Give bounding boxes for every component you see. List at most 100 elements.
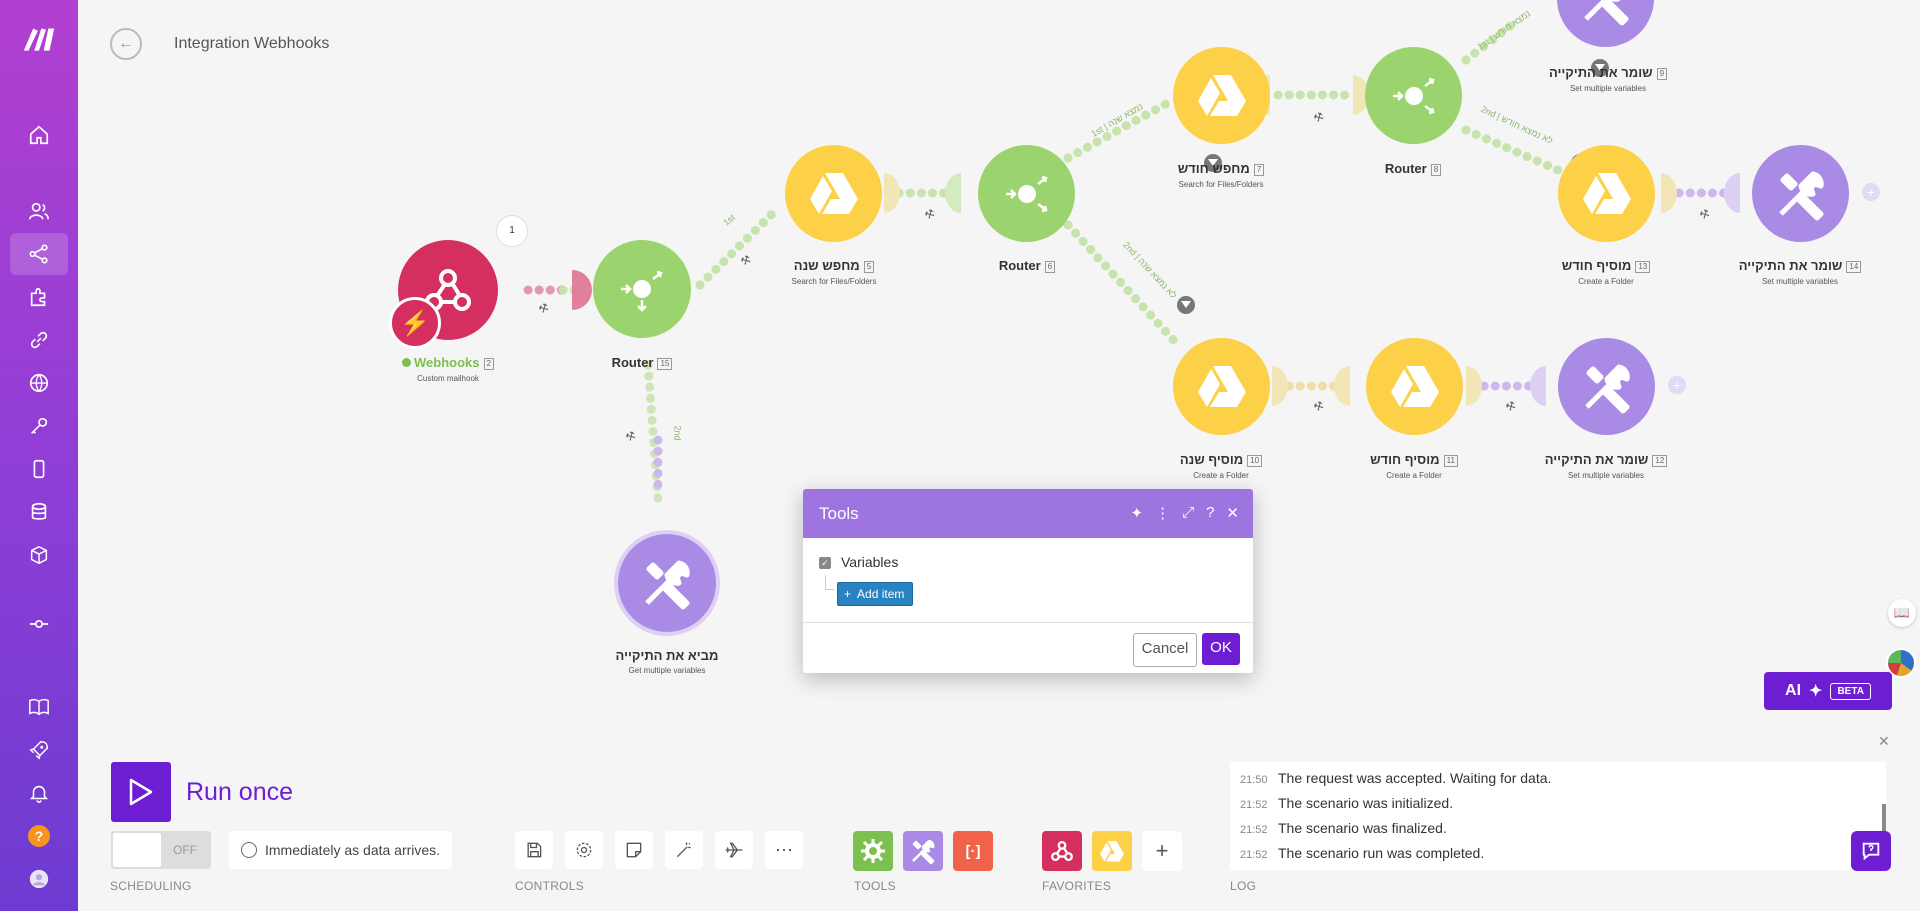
node-add-month-13[interactable] xyxy=(1558,145,1655,242)
ai-assistant-button[interactable]: AI ✦ BETA xyxy=(1764,672,1892,710)
node-subtitle: Custom mailhook xyxy=(417,374,479,383)
expand-icon[interactable]: ⤢ xyxy=(1182,504,1195,521)
explain-flow-button[interactable] xyxy=(715,831,753,869)
ai-sparkle-icon[interactable]: ✦ xyxy=(1130,505,1144,522)
rocket-icon[interactable] xyxy=(10,729,68,771)
node-add-month-11[interactable] xyxy=(1366,338,1463,435)
connections-icon[interactable] xyxy=(10,319,68,361)
add-module-icon[interactable]: + xyxy=(1862,183,1880,201)
node-number: 13 xyxy=(1635,260,1651,273)
avatar[interactable] xyxy=(10,858,68,900)
log-scrollbar[interactable] xyxy=(1882,804,1886,844)
edge-router15-search-year xyxy=(695,205,781,290)
more-options-icon[interactable]: ⋮ xyxy=(1155,505,1171,522)
favorite-google-drive[interactable] xyxy=(1092,831,1132,871)
node-router-15[interactable] xyxy=(593,240,691,338)
scenarios-icon[interactable] xyxy=(10,233,68,275)
datastores-icon[interactable] xyxy=(10,491,68,533)
scenario-title[interactable]: Integration Webhooks xyxy=(174,35,330,52)
node-subtitle: Set multiple variables xyxy=(1569,84,1647,93)
node-router-6[interactable] xyxy=(978,145,1075,242)
edge-label-r15-2nd: 2nd xyxy=(672,425,683,441)
node-number: 7 xyxy=(1253,163,1265,176)
home-icon[interactable] xyxy=(10,114,68,156)
make-logo[interactable] xyxy=(10,18,68,60)
add-item-button[interactable]: +Add item xyxy=(837,582,914,606)
node-subtitle: Get multiple variables xyxy=(628,666,706,675)
log-label: LOG xyxy=(1230,879,1257,893)
run-once-button[interactable] xyxy=(111,762,171,822)
scheduling-toggle[interactable]: OFF xyxy=(111,831,211,869)
node-get-folder[interactable] xyxy=(614,530,720,636)
node-name: שומר את התיקייה xyxy=(1544,452,1649,467)
notifications-icon[interactable] xyxy=(10,772,68,814)
log-time: 21:50 xyxy=(1240,774,1268,786)
add-favorite-button[interactable]: + xyxy=(1142,831,1182,871)
close-icon[interactable]: ✕ xyxy=(1226,505,1239,522)
node-name: Webhooks xyxy=(414,355,480,370)
flow-control-tool[interactable] xyxy=(853,831,893,871)
log-panel[interactable] xyxy=(1230,762,1886,870)
node-search-year[interactable] xyxy=(785,145,882,242)
templates-icon[interactable] xyxy=(10,276,68,318)
devices-icon[interactable] xyxy=(10,448,68,490)
tools-tool[interactable] xyxy=(903,831,943,871)
ai-label: AI xyxy=(1785,682,1802,699)
log-close-icon[interactable]: ✕ xyxy=(1878,733,1890,749)
node-subtitle: Set multiple variables xyxy=(1567,471,1645,480)
dialog-header: Tools ✦ ⋮ ⤢ ? ✕ xyxy=(803,489,1253,538)
favorite-webhooks[interactable] xyxy=(1042,831,1082,871)
run-once-label[interactable]: Run once xyxy=(186,778,294,806)
webhooks-icon[interactable] xyxy=(10,362,68,404)
node-router-8[interactable] xyxy=(1365,47,1462,144)
chat-support-button[interactable] xyxy=(1851,831,1891,871)
add-module-icon[interactable]: + xyxy=(1668,376,1686,394)
help-icon[interactable]: ? xyxy=(1206,504,1215,521)
auto-align-button[interactable] xyxy=(665,831,703,869)
back-button[interactable]: ← xyxy=(110,28,142,60)
node-name: מוסיף חודש xyxy=(1370,452,1440,467)
ok-button[interactable]: OK xyxy=(1202,633,1240,665)
node-search-month[interactable] xyxy=(1173,47,1270,144)
node-name: Router xyxy=(1384,161,1427,176)
datastructures-icon[interactable] xyxy=(10,534,68,576)
airplane-icon xyxy=(725,842,743,858)
node-number: 14 xyxy=(1846,260,1862,273)
scenario-canvas[interactable]: 🔧 1st 2nd 1st | נמצא שנה 2nd | לא נמצא ש… xyxy=(78,0,1920,911)
webhook-icon xyxy=(1051,840,1073,862)
variables-checkbox[interactable]: ✓ xyxy=(819,557,831,569)
scheduling-label: SCHEDULING xyxy=(110,879,192,893)
keys-icon[interactable] xyxy=(10,405,68,447)
help-icon[interactable]: ? xyxy=(10,815,68,857)
node-add-year-10[interactable] xyxy=(1173,338,1270,435)
schedule-setting[interactable]: Immediately as data arrives. xyxy=(229,831,453,869)
more-controls-button[interactable]: ⋯ xyxy=(765,831,803,869)
node-name: מוסיף חודש xyxy=(1561,258,1632,273)
log-text: The scenario was initialized. xyxy=(1278,795,1454,811)
clock-icon xyxy=(241,842,257,858)
play-icon xyxy=(129,778,153,806)
cancel-button[interactable]: Cancel xyxy=(1133,633,1197,667)
node-subtitle: Search for Files/Folders xyxy=(1178,180,1264,189)
node-number: 9 xyxy=(1656,67,1668,80)
save-button[interactable] xyxy=(515,831,553,869)
team-icon[interactable] xyxy=(10,190,68,232)
node-label: מביא את התיקייה xyxy=(577,648,757,663)
docs-icon[interactable] xyxy=(10,686,68,728)
tools-icon xyxy=(645,560,690,610)
flow-control-icon[interactable] xyxy=(10,603,68,645)
notes-button[interactable] xyxy=(615,831,653,869)
node-save-folder-14[interactable] xyxy=(1752,145,1849,242)
node-save-folder-12[interactable] xyxy=(1558,338,1655,435)
docs-panel-icon[interactable]: 📖 xyxy=(1888,599,1916,627)
node-name: שומר את התיקייה xyxy=(1738,258,1843,273)
text-parser-tool[interactable]: [·] xyxy=(953,831,993,871)
settings-button[interactable] xyxy=(565,831,603,869)
node-subtitle: Search for Files/Folders xyxy=(791,277,877,286)
